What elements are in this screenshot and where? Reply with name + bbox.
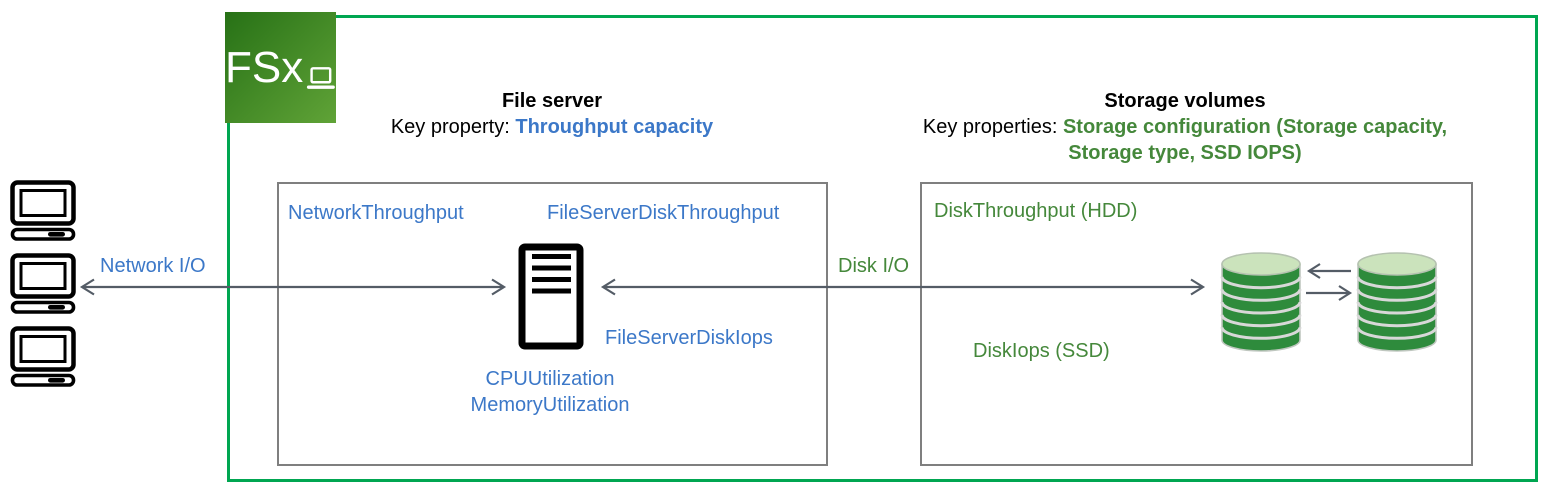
- laptop-icon: [307, 66, 336, 89]
- metric-disk-throughput-hdd: DiskThroughput (HDD): [934, 200, 1138, 222]
- desktop-computer-icon: [10, 253, 76, 314]
- client-computers: [10, 180, 78, 399]
- metric-network-throughput: NetworkThroughput: [288, 202, 464, 224]
- file-server-title: File server: [501, 90, 603, 112]
- desktop-computer-icon: [10, 180, 76, 241]
- desktop-computer-icon: [10, 326, 76, 387]
- fsx-logo-label: FSx: [225, 42, 304, 92]
- key-properties-label: Key properties:: [922, 116, 1058, 138]
- fsx-logo: FSx: [225, 12, 336, 123]
- metric-fileserver-disk-throughput: FileServerDiskThroughput: [547, 202, 780, 224]
- metric-disk-iops-ssd: DiskIops (SSD): [973, 340, 1110, 362]
- metric-cpu-memory: CPUUtilization MemoryUtilization: [430, 366, 670, 418]
- network-io-label: Network I/O: [100, 255, 206, 277]
- key-property-label: Key property:: [390, 116, 510, 138]
- file-server-header: File server Key property: Throughput cap…: [302, 88, 802, 140]
- metric-cpu-utilization: CPUUtilization: [485, 368, 615, 390]
- file-server-box: [277, 182, 828, 466]
- storage-volumes-title: Storage volumes: [1104, 90, 1266, 112]
- storage-volumes-header: Storage volumes Key properties: Storage …: [915, 88, 1455, 166]
- disk-stack-icon: [1220, 252, 1302, 352]
- storage-volumes-box: [920, 182, 1473, 466]
- file-server-key-property: Key property: Throughput capacity: [302, 114, 802, 140]
- key-property-value: Throughput capacity: [515, 116, 714, 138]
- key-properties-value: Storage configuration (Storage capacity,…: [1062, 116, 1448, 164]
- metric-memory-utilization: MemoryUtilization: [470, 394, 630, 416]
- disk-io-label: Disk I/O: [838, 255, 910, 277]
- storage-key-properties: Key properties: Storage configuration (S…: [915, 114, 1455, 166]
- fsx-system-boundary: [227, 15, 1538, 482]
- metric-fileserver-disk-iops: FileServerDiskIops: [605, 327, 773, 349]
- server-tower-icon: [518, 243, 584, 350]
- disk-stack-icon: [1356, 252, 1438, 352]
